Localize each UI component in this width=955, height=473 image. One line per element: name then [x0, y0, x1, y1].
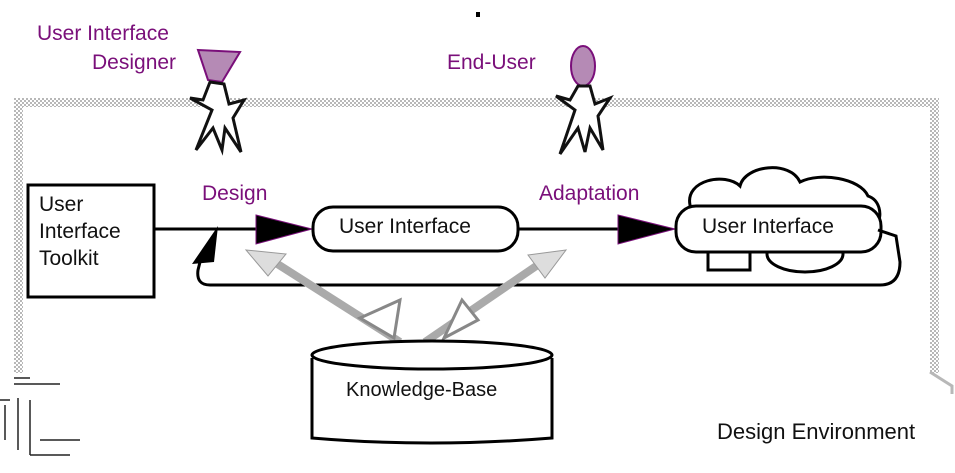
adaptation-arrowhead	[617, 214, 676, 245]
adaptation-flow-label: Adaptation	[539, 182, 640, 205]
knowledge-base-arrowhead-left	[356, 297, 402, 341]
knowledge-base-label: Knowledge-Base	[346, 379, 498, 401]
toolkit-box	[26, 183, 156, 299]
knowledge-base-cylinder	[310, 339, 554, 445]
toolkit-label-line1: User	[39, 193, 84, 216]
design-environment-label: Design Environment	[717, 419, 916, 444]
toolkit-label-line2: Interface	[39, 220, 121, 243]
design-flow-label: Design	[202, 182, 268, 205]
user-interface-label: User Interface	[339, 215, 471, 238]
toolkit-label-line3: Toolkit	[39, 247, 99, 270]
designer-actor-icon	[189, 48, 248, 156]
knowledge-base-link-right	[422, 249, 568, 346]
design-arrowhead	[255, 214, 314, 245]
end-user-actor-icon	[555, 45, 614, 155]
end-user-label: End-User	[447, 51, 536, 74]
feedback-loop-line	[196, 228, 902, 287]
stray-dot	[476, 12, 480, 17]
adapted-user-interface-label: User Interface	[702, 215, 834, 238]
design-environment-frame	[0, 98, 954, 456]
knowledge-base-arrowhead-right	[440, 297, 481, 342]
adapted-user-interface-node	[674, 166, 883, 274]
designer-label-line2: Designer	[92, 51, 177, 74]
feedback-arrowhead	[192, 226, 218, 264]
designer-label-line1: User Interface	[37, 22, 169, 45]
